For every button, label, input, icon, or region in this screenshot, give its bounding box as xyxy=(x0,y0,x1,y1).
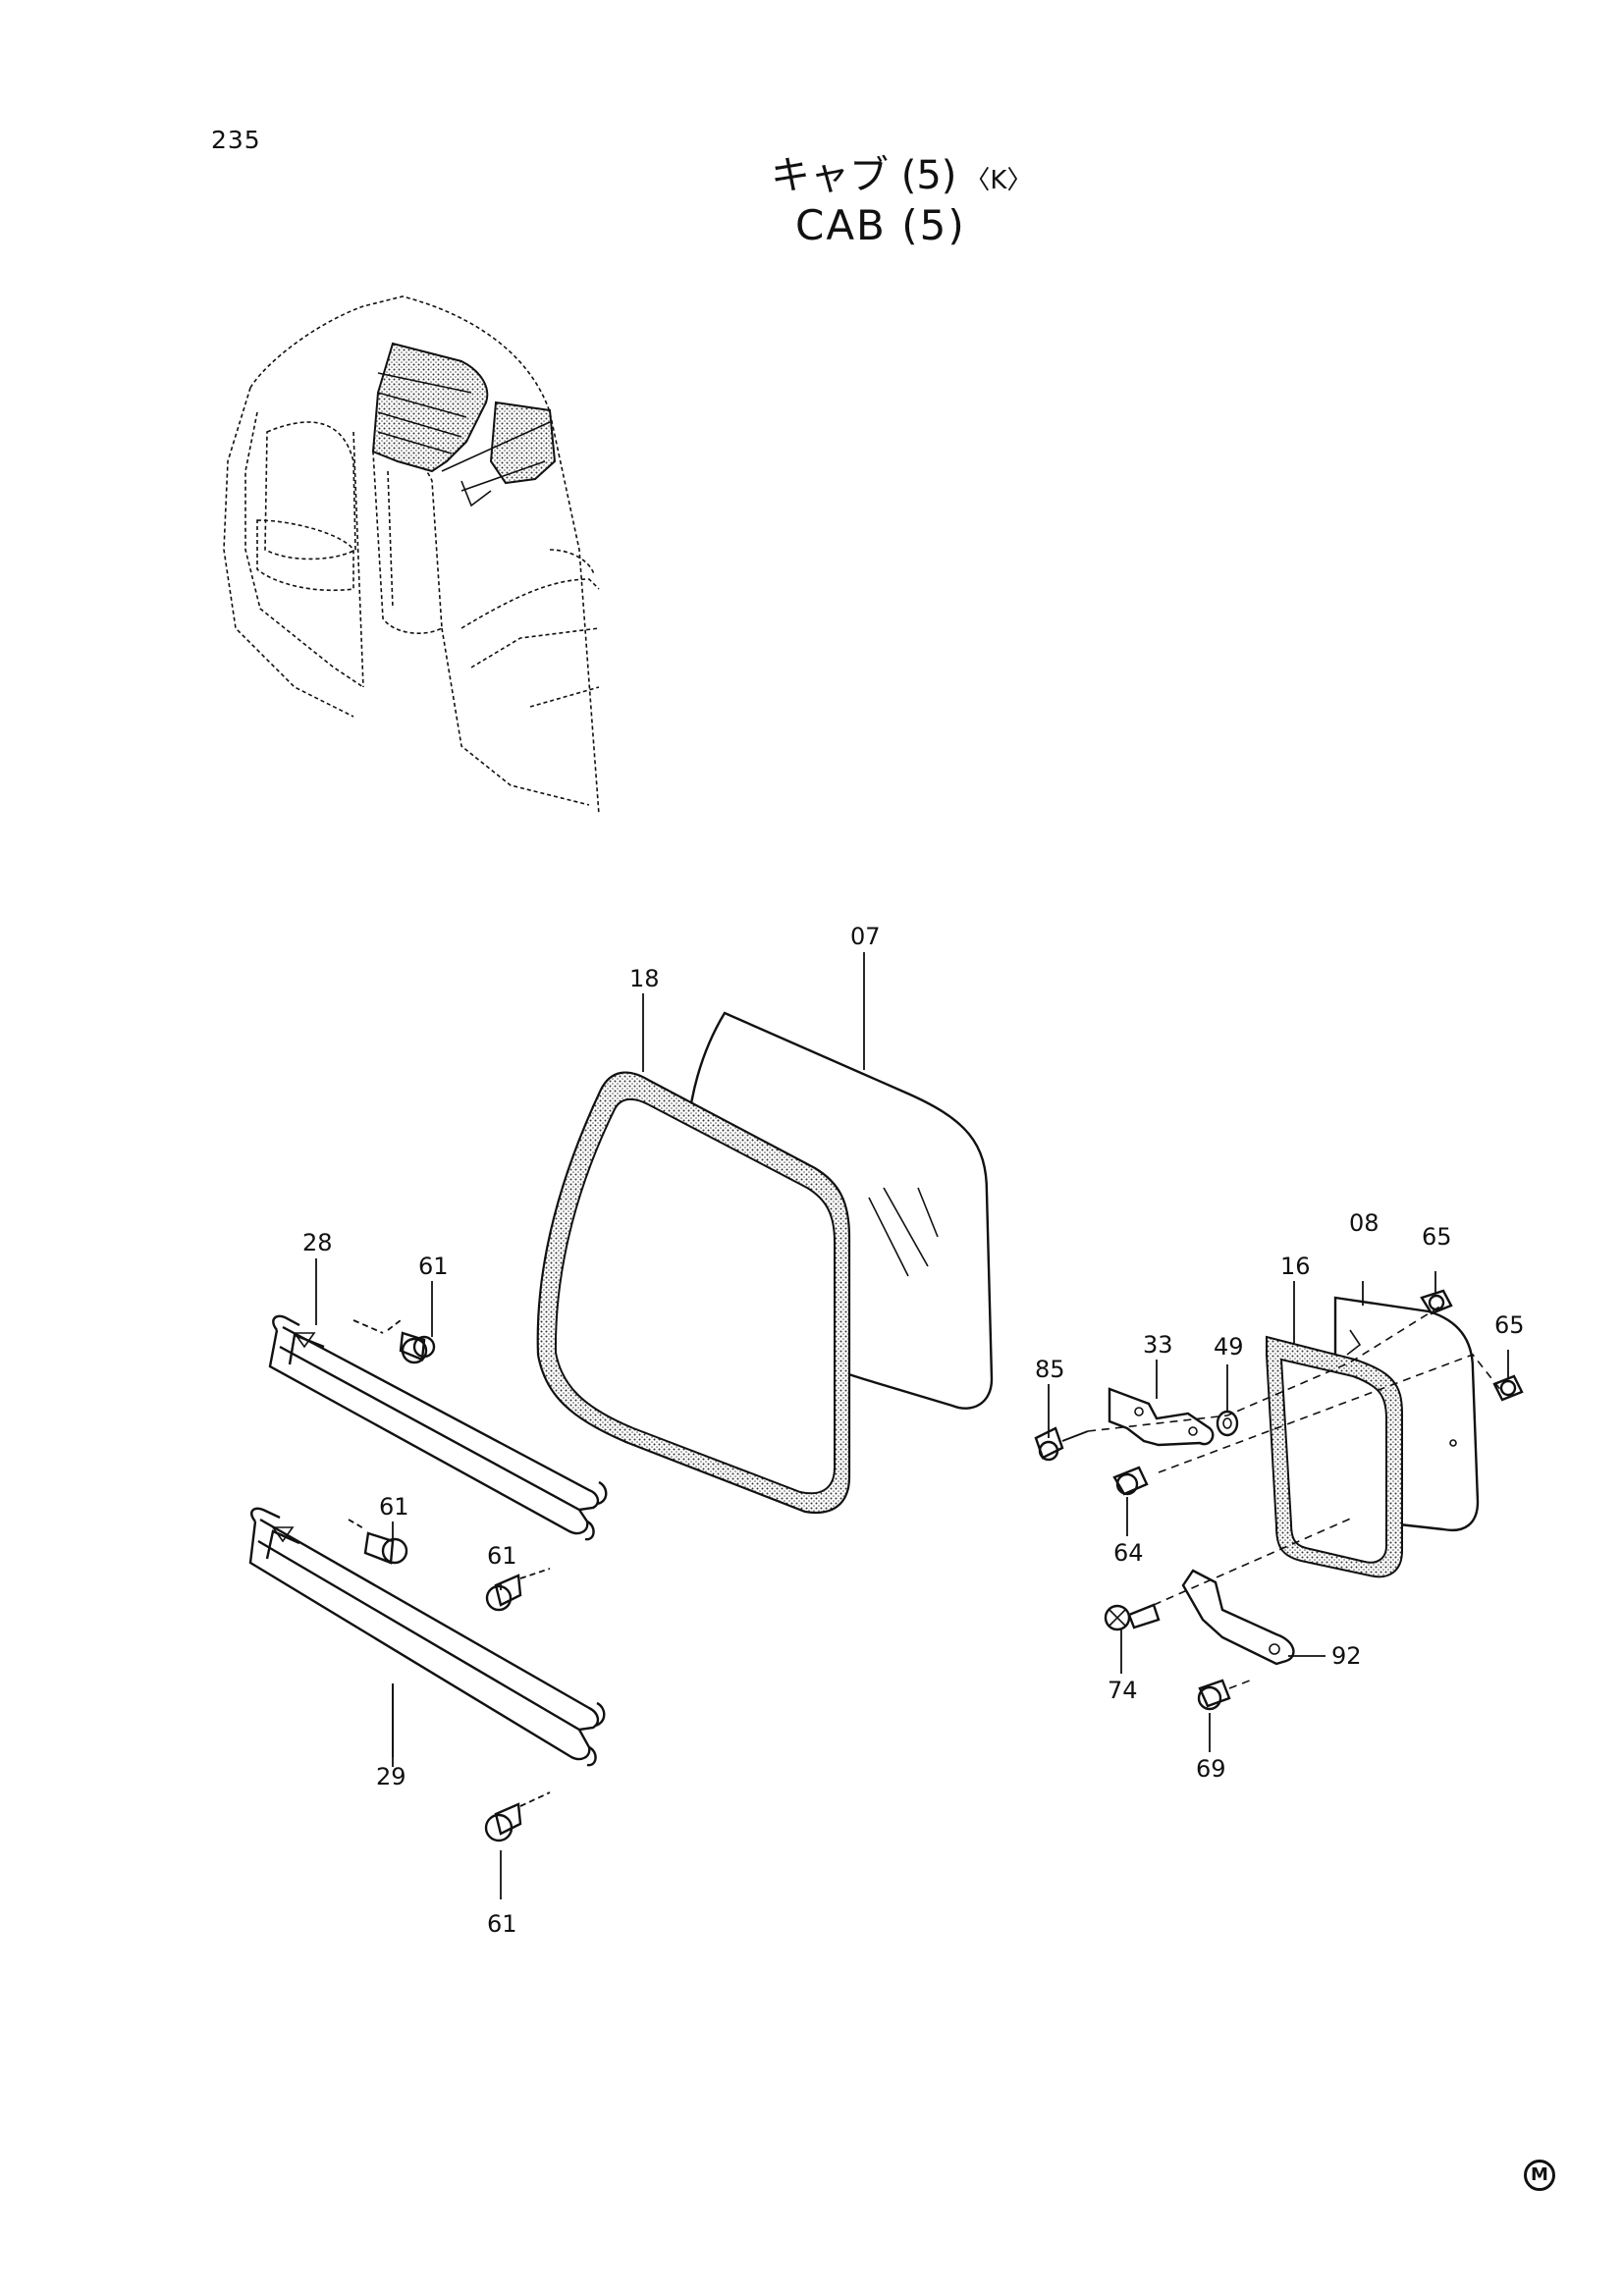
bracket-33 xyxy=(1108,1387,1215,1447)
callout-49: 49 xyxy=(1214,1333,1244,1361)
stay-bracket-92 xyxy=(1181,1569,1295,1666)
bolt-64 xyxy=(1112,1466,1149,1496)
bolt-69 xyxy=(1197,1679,1231,1711)
page-title-japanese: キャブ (5)〈K〉 xyxy=(771,143,1032,200)
callout-85: 85 xyxy=(1035,1356,1065,1383)
callout-64: 64 xyxy=(1113,1539,1144,1567)
bolt-61-middle xyxy=(348,1519,408,1565)
callout-07: 07 xyxy=(850,923,881,950)
rail-28 xyxy=(268,1314,608,1541)
page-number: 235 xyxy=(211,126,261,154)
callout-61-lower: 61 xyxy=(487,1910,517,1938)
title-jp-text: キャブ (5) xyxy=(771,153,957,198)
callout-65-lower: 65 xyxy=(1494,1311,1525,1339)
callout-29: 29 xyxy=(376,1763,406,1790)
bolt-61-lower xyxy=(484,1791,551,1842)
title-variant: 〈K〉 xyxy=(964,166,1033,195)
callout-16: 16 xyxy=(1280,1253,1311,1280)
callout-28: 28 xyxy=(302,1229,333,1256)
corner-mark: M xyxy=(1524,2160,1555,2191)
callout-69: 69 xyxy=(1196,1755,1226,1783)
rail-29 xyxy=(248,1507,606,1767)
callout-65-upper: 65 xyxy=(1422,1223,1452,1251)
bolt-61-right xyxy=(485,1568,551,1612)
page-title-english: CAB (5) xyxy=(795,201,966,249)
callout-18: 18 xyxy=(629,965,660,992)
cab-overview-illustration xyxy=(223,295,600,816)
callout-61-upper: 61 xyxy=(418,1253,449,1280)
callout-74: 74 xyxy=(1108,1677,1138,1704)
callout-92: 92 xyxy=(1331,1642,1362,1670)
callout-33: 33 xyxy=(1143,1331,1173,1359)
bolt-61-upper xyxy=(352,1319,436,1364)
bolt-85 xyxy=(1034,1426,1089,1462)
callout-08: 08 xyxy=(1349,1209,1380,1237)
callout-61-right: 61 xyxy=(487,1542,517,1570)
screw-74 xyxy=(1104,1603,1161,1631)
callout-61-middle: 61 xyxy=(379,1493,409,1521)
